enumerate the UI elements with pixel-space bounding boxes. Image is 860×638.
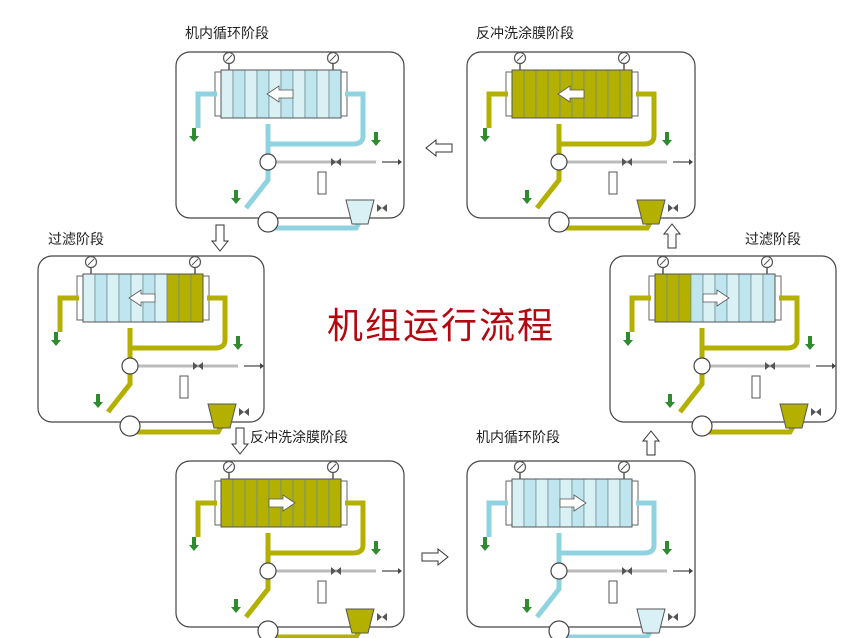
distribution-valve xyxy=(550,562,568,580)
tank-icon xyxy=(345,608,375,634)
tank-icon xyxy=(207,403,237,429)
flow-arrow-icon xyxy=(51,332,61,346)
flow-arrow-icon xyxy=(662,132,672,146)
flow-arrow-icon xyxy=(398,159,402,165)
flow-arrow-icon xyxy=(231,190,241,204)
stage-label-s2: 反冲洗涂膜阶段 xyxy=(476,26,574,42)
stage-panel-s3 xyxy=(609,255,837,437)
stage-label-s1: 机内循环阶段 xyxy=(185,26,269,42)
flow-arrow-icon xyxy=(665,394,675,408)
filter-module xyxy=(654,273,776,323)
flow-arrow-icon xyxy=(266,85,294,103)
flow-arrow-icon xyxy=(260,363,264,369)
distribution-valve xyxy=(693,357,711,375)
stage-label-s3: 过滤阶段 xyxy=(745,232,801,248)
tank-icon xyxy=(636,608,666,634)
stage-label-s5: 反冲洗涂膜阶段 xyxy=(250,430,348,446)
distribution-valve xyxy=(121,357,139,375)
flow-arrow-icon xyxy=(425,138,453,158)
tank-icon xyxy=(636,199,666,225)
flow-arrow-icon xyxy=(805,336,815,350)
flow-arrow-icon xyxy=(210,224,230,252)
pump-icon xyxy=(257,211,279,233)
flow-arrow-icon xyxy=(480,128,490,142)
flow-arrow-icon xyxy=(398,568,402,574)
stage-panel-s5 xyxy=(175,460,405,638)
flow-arrow-icon xyxy=(557,85,585,103)
stage-panel-s1 xyxy=(175,51,405,233)
pump-icon xyxy=(548,620,570,638)
distribution-valve xyxy=(259,153,277,171)
flow-arrow-icon xyxy=(231,599,241,613)
pump-icon xyxy=(257,620,279,638)
flow-arrow-icon xyxy=(371,541,381,555)
flow-arrow-icon xyxy=(623,332,633,346)
flow-arrow-icon xyxy=(189,128,199,142)
flow-arrow-icon xyxy=(371,132,381,146)
filter-module xyxy=(511,69,633,119)
flow-arrow-icon xyxy=(128,289,156,307)
flow-arrow-icon xyxy=(689,568,693,574)
stage-label-s4: 机内循环阶段 xyxy=(476,430,560,446)
stage-panel-s4 xyxy=(466,460,696,638)
flow-arrow-icon xyxy=(689,159,693,165)
pump-icon xyxy=(119,415,141,437)
pump-icon xyxy=(691,415,713,437)
flow-arrow-icon xyxy=(522,190,532,204)
flow-arrow-icon xyxy=(233,336,243,350)
cycle-arrows xyxy=(210,138,682,567)
flow-arrow-icon xyxy=(421,547,449,567)
flow-arrow-icon xyxy=(559,494,587,512)
flow-arrow-icon xyxy=(230,427,250,455)
distribution-valve xyxy=(259,562,277,580)
flow-arrow-icon xyxy=(93,394,103,408)
flow-arrow-icon xyxy=(702,289,730,307)
stage-panel-s6 xyxy=(37,255,265,437)
tank-icon xyxy=(345,199,375,225)
distribution-valve xyxy=(550,153,568,171)
flow-arrow-icon xyxy=(189,537,199,551)
center-title: 机组运行流程 xyxy=(327,306,555,347)
flow-arrow-icon xyxy=(522,599,532,613)
flow-arrow-icon xyxy=(268,494,296,512)
flow-arrow-icon xyxy=(662,541,672,555)
stage-label-s6: 过滤阶段 xyxy=(48,232,104,248)
flow-arrow-icon xyxy=(480,537,490,551)
flow-arrow-icon xyxy=(641,430,661,456)
flow-arrow-icon xyxy=(662,223,682,249)
flow-arrow-icon xyxy=(832,363,836,369)
pump-icon xyxy=(548,211,570,233)
filter-module xyxy=(220,69,342,119)
stage-panel-s2 xyxy=(466,51,696,233)
tank-icon xyxy=(779,403,809,429)
